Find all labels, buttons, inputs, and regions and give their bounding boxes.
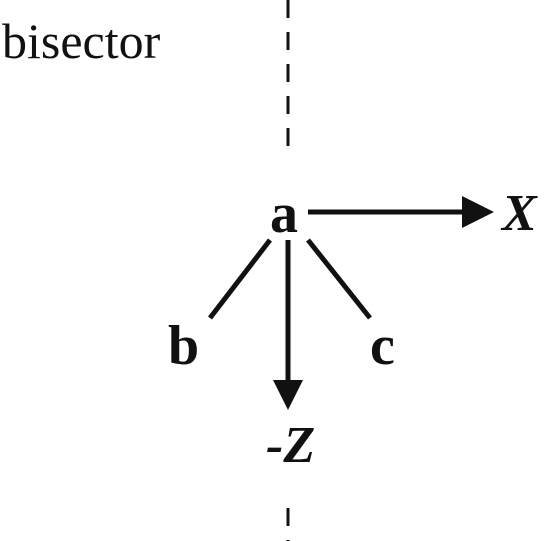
bond-a-b — [208, 238, 272, 320]
atom-b-label: b — [168, 315, 199, 377]
bond-a-c — [306, 238, 372, 320]
x-axis-label: X — [500, 185, 538, 242]
atom-c-label: c — [370, 315, 395, 377]
neg-z-axis-label: -Z — [266, 417, 315, 474]
atom-a-label: a — [270, 183, 298, 245]
bisector-label: bisector — [2, 13, 161, 69]
neg-z-axis-arrow — [273, 240, 303, 410]
x-axis-arrow — [308, 196, 494, 228]
